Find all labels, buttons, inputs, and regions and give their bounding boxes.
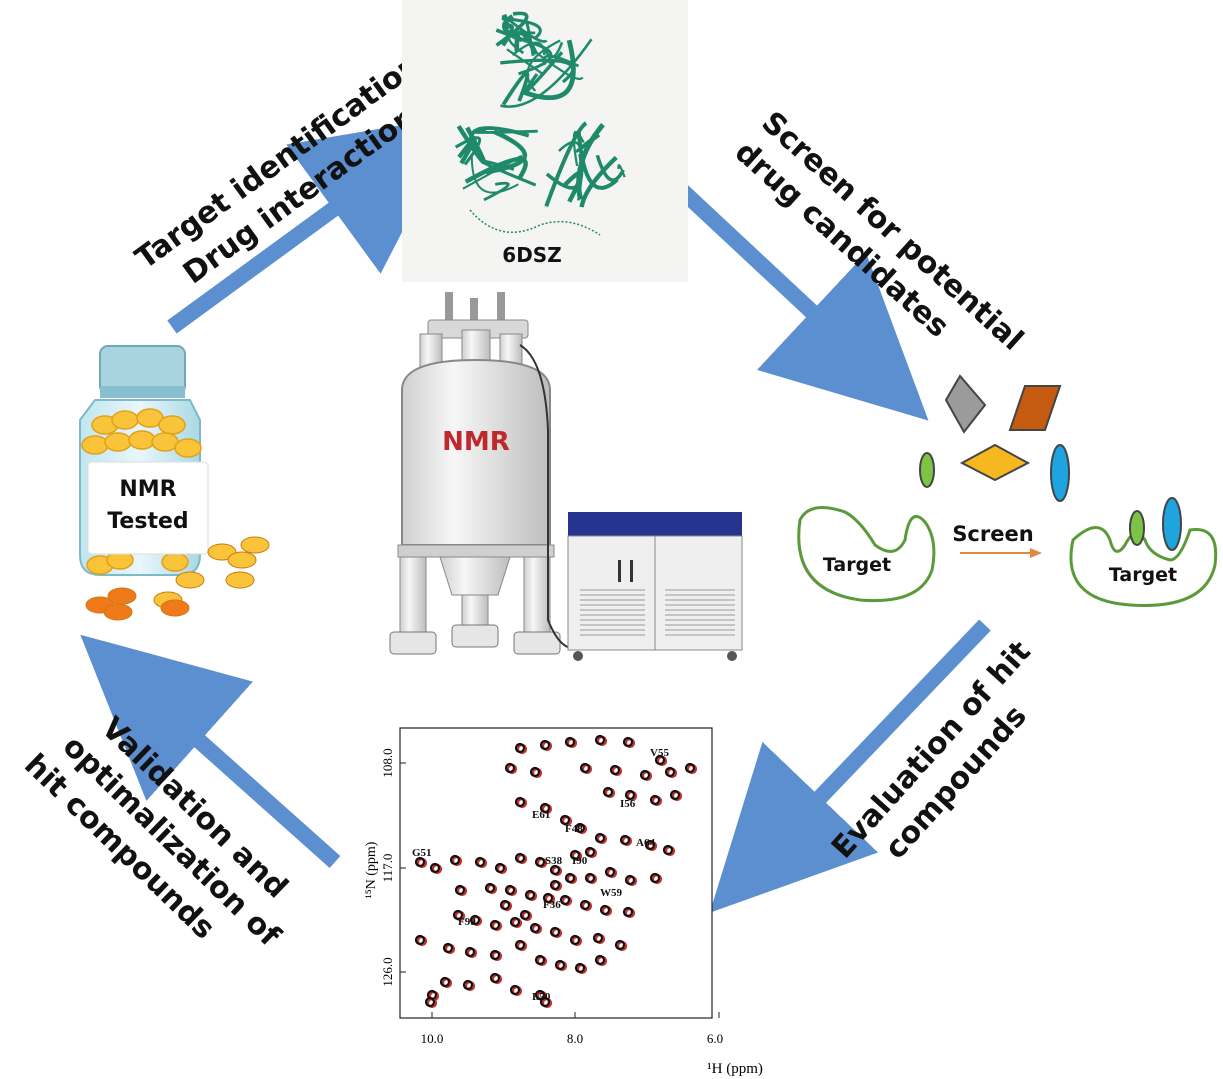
y-tick: 126.0	[380, 957, 395, 986]
arrow-to-screen	[654, 164, 929, 421]
console-cabinet-icon	[567, 512, 743, 661]
y-axis-label: ¹⁵N (ppm)	[364, 841, 379, 898]
peak-label: V55	[650, 747, 669, 759]
gray-fragment-icon	[944, 374, 987, 434]
y-tick: 117.0	[380, 854, 395, 883]
green-ligand-icon	[919, 452, 935, 488]
protein-structure: 6DSZ	[402, 0, 688, 282]
peak-label: W59	[600, 887, 623, 899]
nmr-spectrometer: NMR	[389, 292, 743, 661]
arrow-to-bottle	[80, 634, 341, 868]
label-screen-candidates: Screen for potential drug candidates	[728, 105, 1030, 358]
hsqc-spectrum: 108.0 117.0 126.0 ¹⁵N (ppm) 10.0 8.0 6.0…	[364, 727, 763, 1077]
x-axis-label: ¹H (ppm)	[707, 1061, 763, 1077]
peak-label: F36	[543, 899, 561, 911]
peak-label: F99	[458, 916, 476, 928]
blue-ligand-icon	[1050, 444, 1070, 502]
y-tick: 108.0	[380, 748, 395, 777]
arrow-to-protein	[167, 114, 463, 334]
peak-label: I90	[572, 855, 588, 867]
bottle-label-line1: NMR	[119, 477, 176, 502]
peak-label: A64	[636, 837, 655, 849]
x-tick: 8.0	[567, 1031, 583, 1046]
peak-label: I56	[620, 798, 636, 810]
peak-label: L50	[532, 991, 551, 1003]
yellow-fragment-icon	[959, 443, 1031, 482]
x-tick: 6.0	[707, 1031, 723, 1046]
target-label-right: Target	[1109, 564, 1177, 586]
loose-pills-icon	[85, 536, 270, 621]
protein-ribbon-icon	[454, 11, 626, 236]
brown-fragment-icon	[1008, 385, 1062, 431]
step-text: Screen for potential	[755, 105, 1030, 358]
label-validation: Validation and optimalization of hit com…	[17, 711, 294, 955]
screening-schematic: Target Screen Target	[797, 374, 1218, 607]
bound-green-ligand-icon	[1129, 510, 1145, 546]
cycle-arrows	[80, 114, 991, 913]
peak-label: G51	[412, 847, 432, 859]
pdb-id: 6DSZ	[502, 243, 561, 267]
peak-label: E61	[532, 809, 550, 821]
x-tick: 10.0	[421, 1031, 444, 1046]
peak-label: S38	[545, 855, 563, 867]
screen-action-label: Screen	[952, 522, 1033, 546]
bound-blue-ligand-icon	[1162, 497, 1182, 551]
target-label-left: Target	[823, 554, 891, 576]
magnet-label: NMR	[442, 427, 510, 457]
spectrum-peaks	[414, 734, 698, 1009]
pill-bottle: NMR Tested	[79, 345, 270, 621]
arrow-to-spectrum	[709, 619, 991, 913]
bottle-label-line2: Tested	[107, 509, 188, 534]
magnet-tank-icon	[401, 358, 551, 546]
target-pocket-left-icon	[797, 506, 936, 603]
target-pocket-right-icon	[1069, 526, 1218, 607]
peak-label: F48	[565, 823, 583, 835]
